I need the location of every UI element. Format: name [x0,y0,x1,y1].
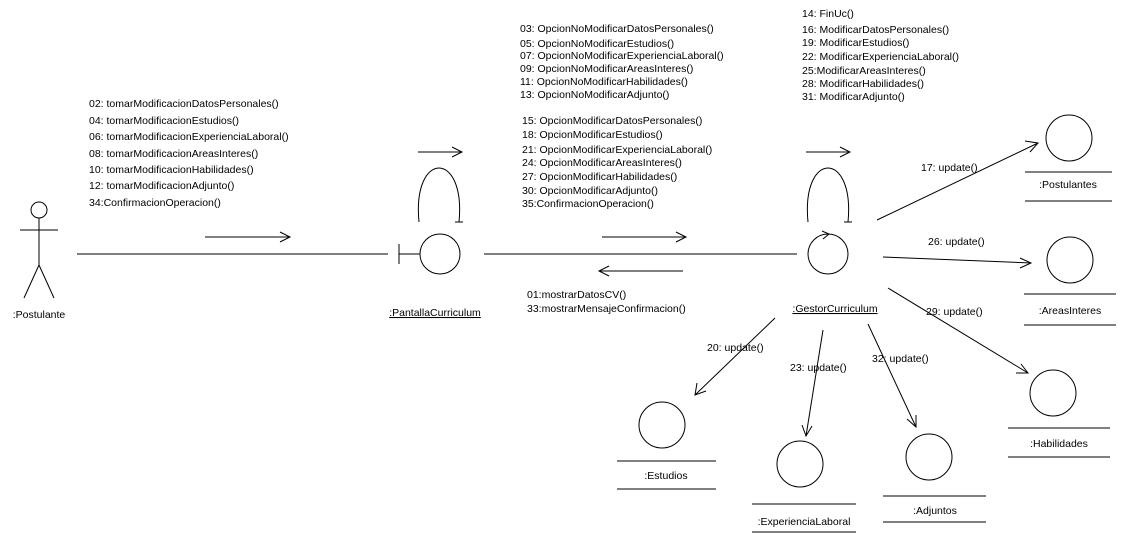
message-label: 33:mostrarMensajeConfirmacion() [527,303,686,315]
entity-estudios: :Estudios [617,401,716,490]
message-label: 10: tomarModificacionHabilidades() [89,164,254,176]
message-label: 07: OpcionNoModificarExperienciaLaboral(… [520,50,724,62]
actor-label: :Postulante [13,309,66,321]
arrowhead [1019,257,1033,269]
entity-adjuntos: :Adjuntos [883,433,986,523]
controller-label: :GestorCurriculum [792,303,877,315]
controller-gestor-curriculum: :GestorCurriculum [792,146,878,315]
message-label: 28: ModificarHabilidades() [802,78,924,90]
message-label: 05: OpcionNoModificarEstudios() [520,38,674,50]
message-label: 22: ModificarExperienciaLaboral() [802,51,959,63]
update-label: 17: update() [921,162,978,174]
update-label: 23: update() [790,362,847,374]
update-label: 20: update() [707,342,764,354]
arrowhead [597,265,610,277]
arrowhead [906,415,917,429]
message-label: 19: ModificarEstudios() [802,37,909,49]
boundary-circle [419,233,461,275]
update-label: 29: update() [926,306,983,318]
actor-left-leg [23,264,40,299]
actor-right-leg [38,264,55,299]
update-link-estudios: 20: update() [694,317,776,396]
controller-circle [807,233,849,275]
update-arrow [694,317,776,396]
arrowhead [279,231,292,243]
message-label: 04: tomarModificacionEstudios() [89,115,239,127]
update-arrow [876,142,1039,221]
controller-self-loop [806,167,850,223]
entity-label: :ExperienciaLaboral [758,516,851,528]
entity-label: :Postulantes [1039,179,1097,191]
entity-circle [638,401,686,449]
message-label: 34:ConfirmacionOperacion() [89,197,221,209]
arrowhead [675,231,688,243]
message-label: 14: FinUc() [802,8,854,20]
message-label: 15: OpcionModificarDatosPersonales() [522,115,702,127]
message-label: 01:mostrarDatosCV() [527,289,626,301]
entity-experiencia-laboral: :ExperienciaLaboral [752,440,856,533]
boundary-pantalla-curriculum: :PantallaCurriculum [389,146,481,319]
arrowhead [839,146,852,158]
message-label: 09: OpcionNoModificarAreasInteres() [520,63,693,75]
arrowhead [1016,363,1030,374]
update-arrow [867,323,917,428]
message-label: 18: OpcionModificarEstudios() [522,129,663,141]
messages-boundary-controller-yes: 15: OpcionModificarDatosPersonales() 18:… [522,115,712,210]
messages-boundary-controller-no: 03: OpcionNoModificarDatosPersonales() 0… [520,23,724,101]
update-label: 32: update() [872,353,929,365]
entity-postulantes: :Postulantes [1025,114,1112,202]
update-link-postulantes: 17: update() [876,140,1039,221]
entity-circle [1046,236,1094,284]
message-label: 30: OpcionModificarAdjunto() [522,185,658,197]
actor-postulante: :Postulante [13,201,66,321]
entity-habilidades: :Habilidades [1008,369,1110,458]
update-link-areas-interes: 26: update() [882,236,1033,269]
entity-label: :AreasInteres [1039,305,1101,317]
message-label: 27: OpcionModificarHabilidades() [522,171,677,183]
message-label: 02: tomarModificacionDatosPersonales() [89,98,279,110]
messages-controller-self: 14: FinUc() 16: ModificarDatosPersonales… [802,8,959,103]
boundary-label: :PantallaCurriculum [389,307,481,319]
entity-label: :Estudios [644,470,687,482]
message-label: 21: OpcionModificarExperienciaLaboral() [522,144,712,156]
update-label: 26: update() [928,236,985,248]
arrowhead [801,424,813,438]
entity-label: :Adjuntos [913,505,957,517]
arrowhead [451,146,464,158]
entity-circle [1045,114,1093,162]
update-link-experiencia-laboral: 23: update() [790,329,847,438]
entity-circle [905,433,953,481]
update-arrow [882,256,1032,264]
entity-areas-interes: :AreasInteres [1024,236,1116,326]
update-arrow [805,329,824,437]
messages-controller-boundary: 01:mostrarDatosCV() 33:mostrarMensajeCon… [527,289,686,315]
message-label: 25:ModificarAreasInteres() [802,65,926,77]
entity-circle [1029,369,1077,417]
boundary-self-loop [417,167,461,223]
message-label: 31: ModificarAdjunto() [802,91,905,103]
message-label: 16: ModificarDatosPersonales() [802,24,949,36]
message-label: 35:ConfirmacionOperacion() [522,198,654,210]
message-label: 03: OpcionNoModificarDatosPersonales() [520,23,714,35]
entity-circle [776,440,824,488]
arrowhead [694,382,707,396]
messages-actor-boundary: 02: tomarModificacionDatosPersonales() 0… [89,98,289,209]
arrowhead [1024,140,1039,153]
update-link-habilidades: 29: update() [887,287,1030,374]
entity-label: :Habilidades [1030,438,1088,450]
actor-head [30,201,48,219]
message-label: 12: tomarModificacionAdjunto() [89,180,234,192]
controller-arrow-mark [821,230,830,240]
message-label: 24: OpcionModificarAreasInteres() [522,157,682,169]
update-arrow [887,287,1029,374]
message-label: 13: OpcionNoModificarAdjunto() [520,89,669,101]
message-label: 06: tomarModificacionExperienciaLaboral(… [89,131,289,143]
message-label: 11: OpcionNoModificarHabilidades() [520,76,688,88]
message-label: 08: tomarModificacionAreasInteres() [89,148,258,160]
update-link-adjuntos: 32: update() [867,323,929,429]
